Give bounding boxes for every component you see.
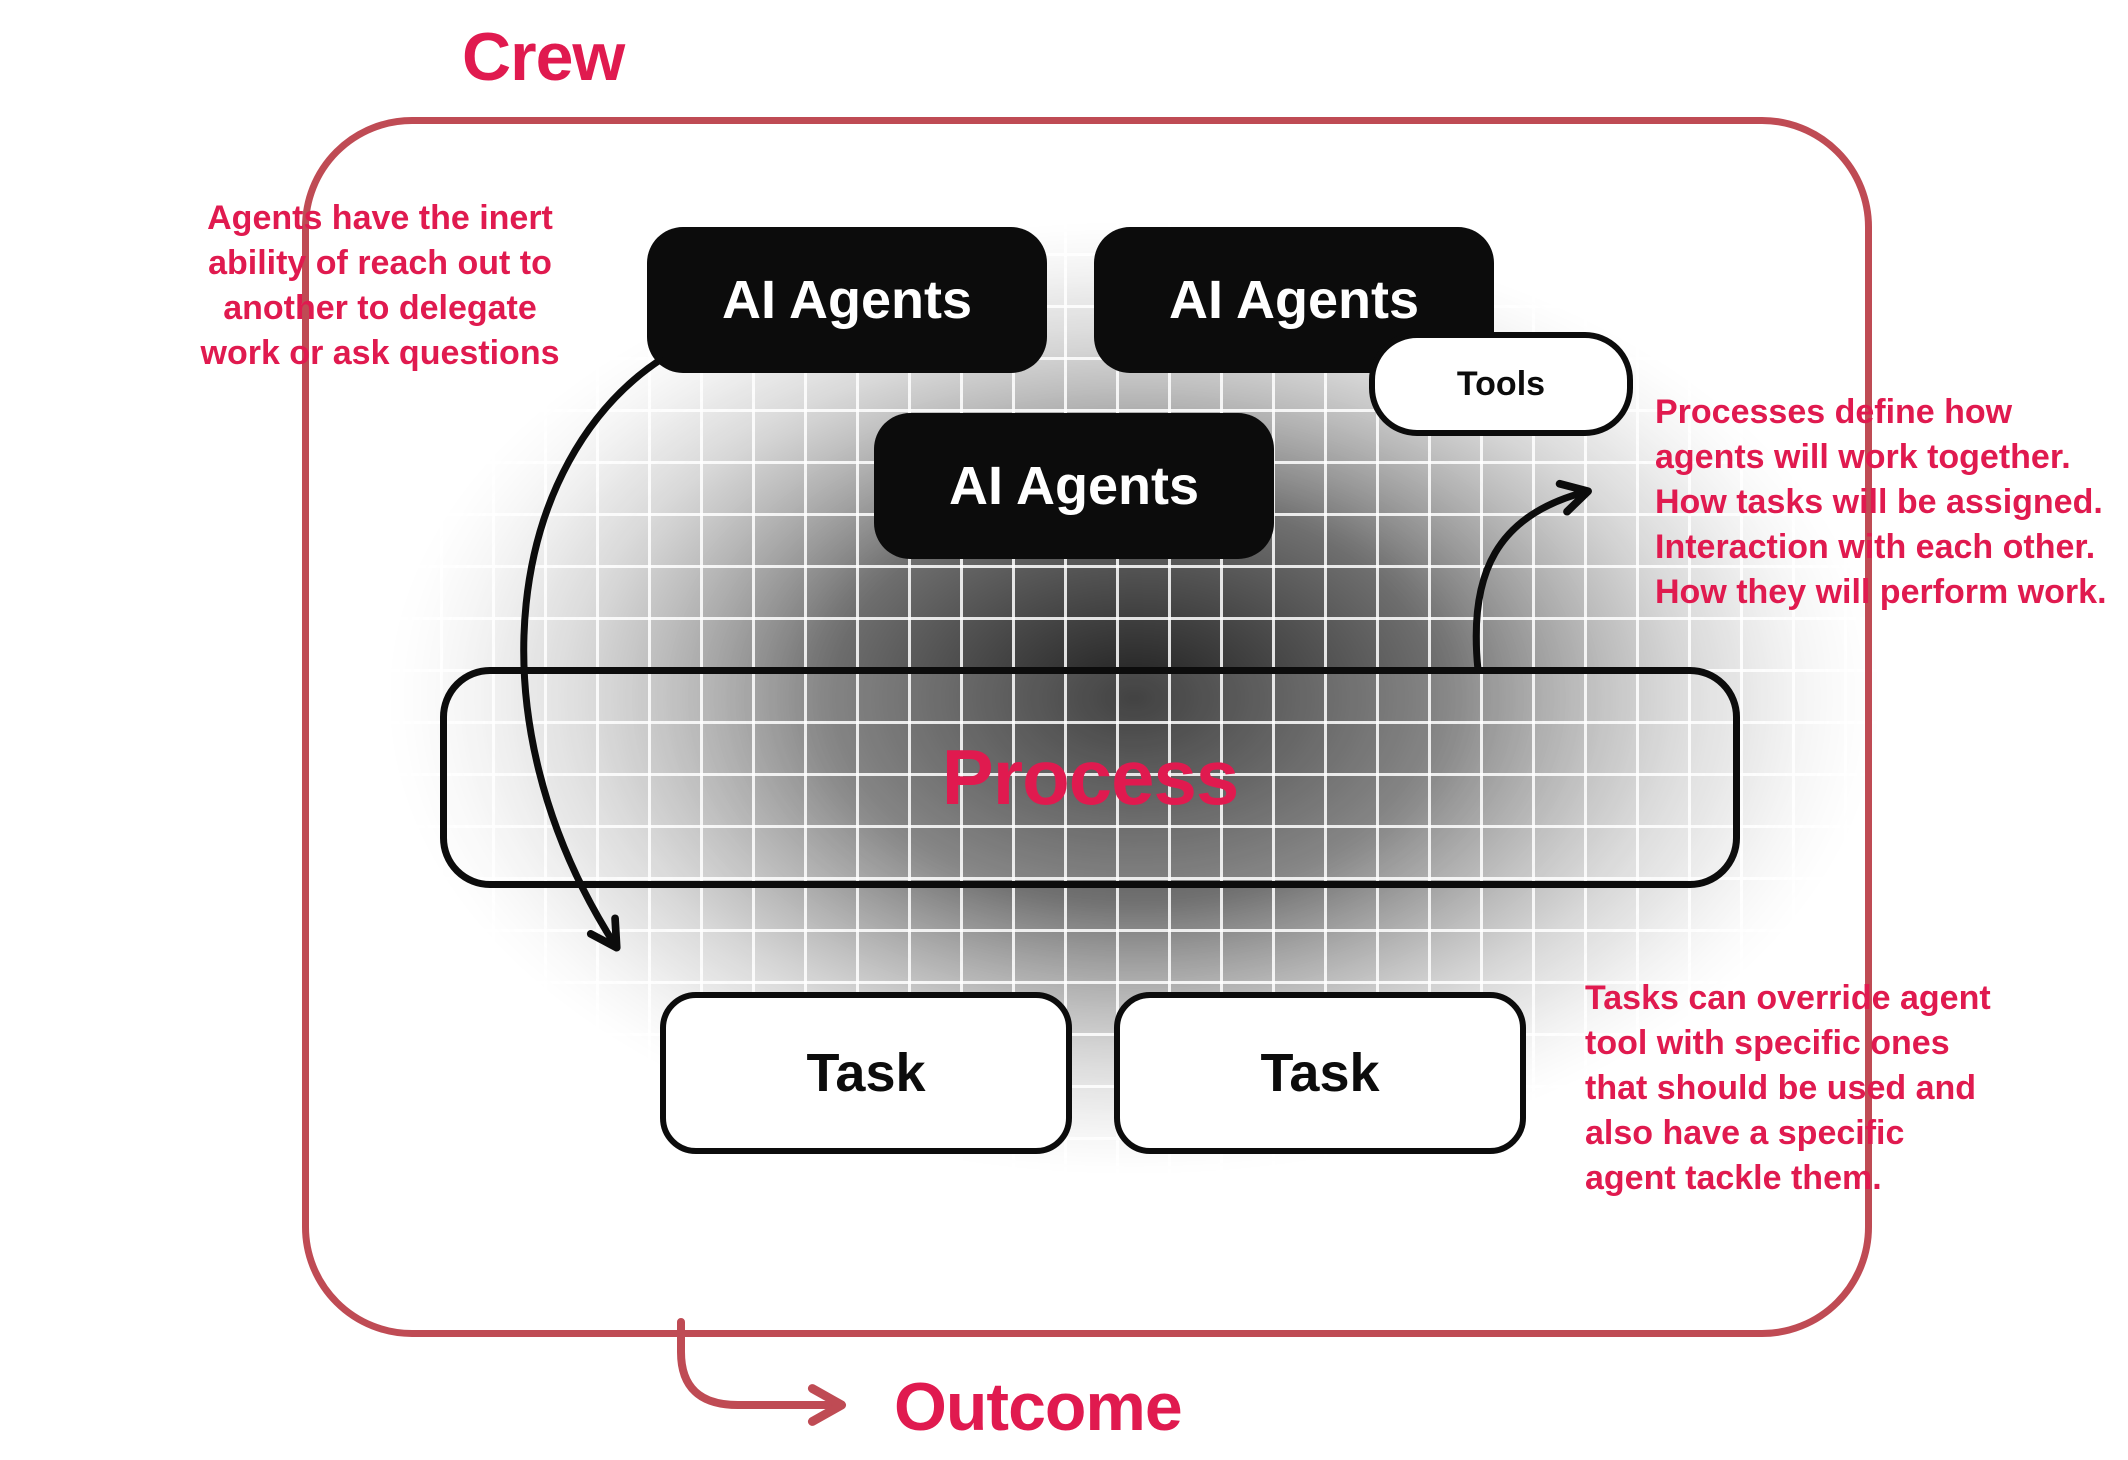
tools-node: Tools: [1369, 332, 1633, 436]
outcome-title: Outcome: [894, 1369, 1183, 1445]
process-node: Process: [440, 667, 1740, 888]
ai-agents-node-3: AI Agents: [874, 413, 1274, 559]
crew-title: Crew: [462, 19, 625, 95]
grid-background: [180, 100, 1980, 1400]
tools-label: Tools: [1456, 364, 1546, 403]
ai-agents-node-1: AI Agents: [647, 227, 1047, 373]
ai-agents-label: AI Agents: [721, 270, 972, 330]
annotation-agents-delegate: Agents have the inert ability of reach o…: [200, 199, 560, 372]
annotation-processes-define: Processes define how agents will work to…: [1655, 393, 2107, 611]
ai-agents-label: AI Agents: [1168, 270, 1419, 330]
crew-frame: [302, 117, 1872, 1337]
task-node-1: Task: [660, 992, 1072, 1154]
annotation-tasks-override: Tasks can override agent tool with speci…: [1585, 979, 1991, 1197]
task-node-2: Task: [1114, 992, 1526, 1154]
task-label: Task: [806, 1043, 926, 1103]
ai-agents-node-2: AI Agents: [1094, 227, 1494, 373]
task-label: Task: [1260, 1043, 1380, 1103]
process-label: Process: [941, 733, 1240, 821]
ai-agents-label: AI Agents: [948, 456, 1199, 516]
